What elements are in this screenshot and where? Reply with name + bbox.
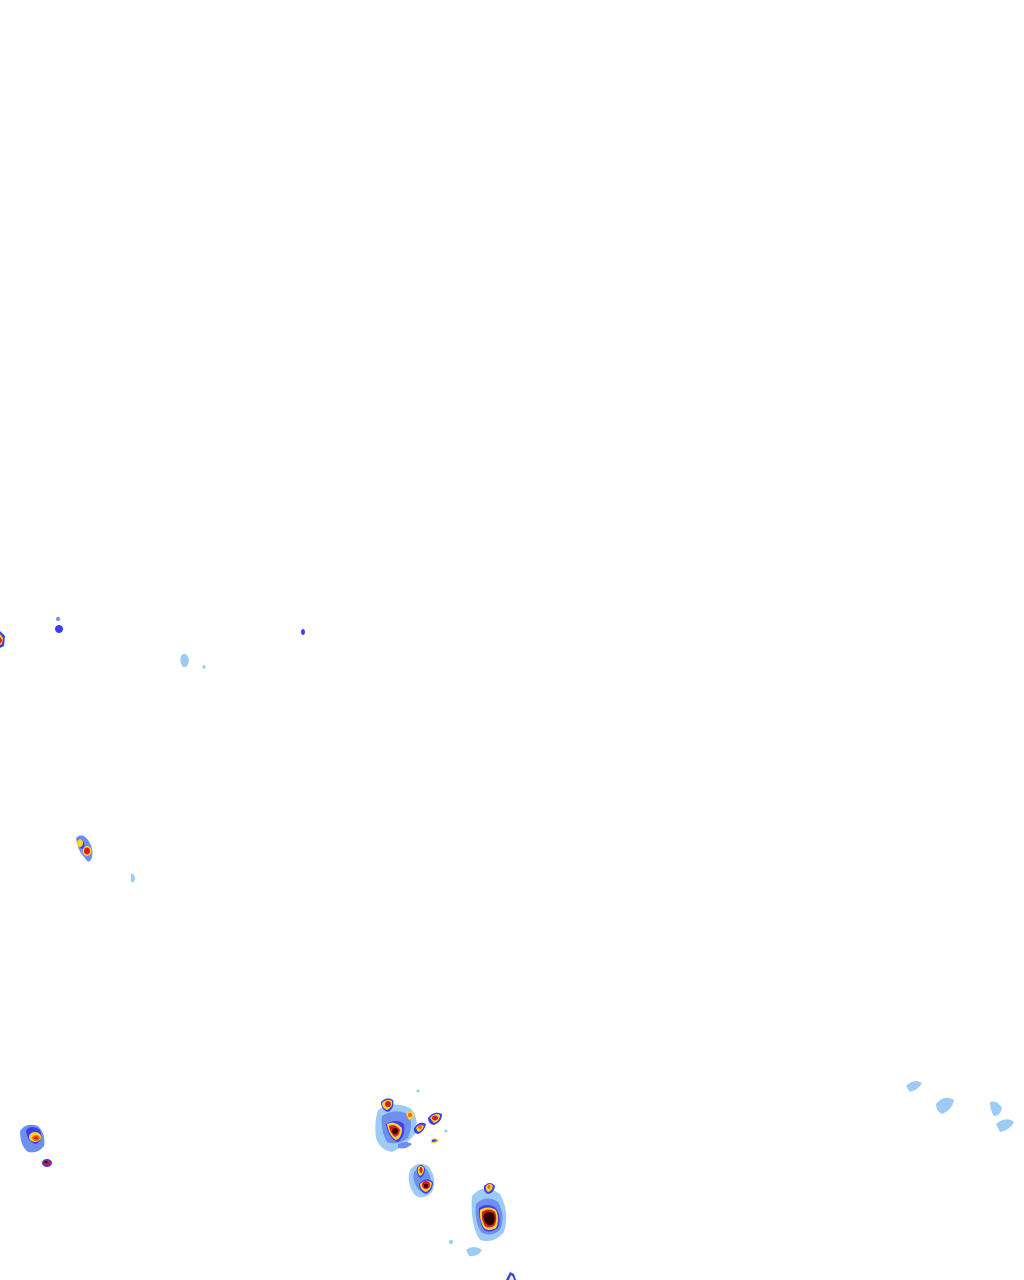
rain-cell: [432, 1139, 437, 1142]
rain-cell-group-northwest: [0, 617, 305, 669]
rain-cell: [418, 1125, 422, 1129]
rain-cell: [466, 1247, 482, 1257]
rain-cell-group-south-central: [449, 1183, 516, 1280]
rain-cell-group-west: [76, 835, 135, 883]
rain-cell: [56, 617, 60, 621]
rain-cell: [385, 1101, 391, 1107]
rain-cell: [432, 1115, 438, 1121]
rain-cell: [990, 1101, 1002, 1116]
rain-cell: [131, 873, 135, 883]
rain-cell: [509, 1275, 514, 1280]
rain-cell: [202, 665, 206, 669]
rain-cell: [424, 1184, 428, 1188]
rain-cell-group-southeast: [906, 1081, 1014, 1132]
rain-cell: [44, 1160, 48, 1164]
rain-cell-group-central: [375, 1089, 448, 1198]
rain-cell: [84, 847, 90, 855]
rain-cell-group-southwest: [20, 1124, 52, 1167]
rain-cell: [398, 1142, 412, 1149]
rain-cell: [416, 1089, 420, 1093]
rain-cell: [487, 1185, 491, 1189]
rain-cell: [444, 1129, 448, 1133]
rain-cell: [392, 1128, 398, 1134]
rain-cell: [906, 1081, 922, 1092]
rain-cell: [0, 637, 2, 643]
rain-cell: [996, 1119, 1014, 1132]
rain-cell: [936, 1097, 954, 1114]
rain-cell: [77, 839, 83, 847]
rain-cell: [408, 1113, 412, 1117]
rain-cell: [180, 653, 189, 668]
rain-cell: [301, 629, 305, 635]
rain-cell: [483, 1212, 495, 1226]
rain-cell: [419, 1167, 423, 1173]
rain-cell: [34, 1136, 38, 1140]
rain-cell: [449, 1240, 453, 1244]
rain-cell: [55, 625, 63, 633]
